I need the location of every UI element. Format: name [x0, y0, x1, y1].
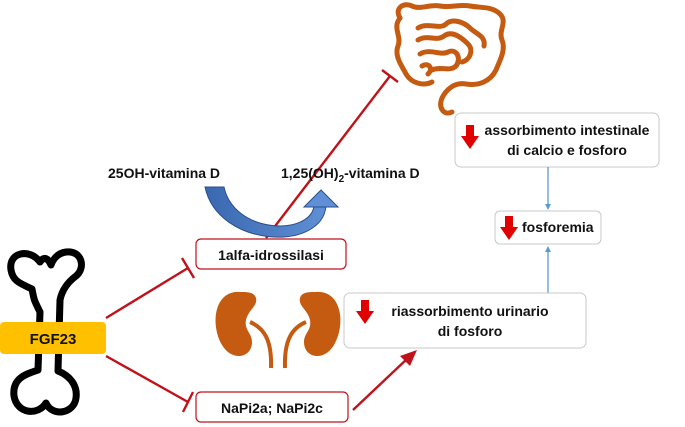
vitamin-d-precursor: 25OH-vitamina D — [108, 165, 220, 181]
enzyme-label: 1alfa-idrossilasi — [218, 247, 324, 263]
transporters-box — [195, 391, 349, 423]
kidney-icon — [215, 291, 341, 369]
transporters-label: NaPi2a; NaPi2c — [221, 400, 323, 416]
down-arrow-icon — [461, 125, 479, 149]
phosphatemia-box — [494, 210, 602, 245]
intestinal-absorption-line1: assorbimento intestinale — [485, 122, 650, 138]
flow-arrows — [545, 167, 551, 294]
enzyme-box — [195, 238, 347, 270]
intestinal-absorption-line2: di calcio e fosforo — [507, 142, 627, 158]
down-arrow-icon — [500, 216, 518, 240]
phosphatemia-label: fosforemia — [522, 219, 594, 235]
urinary-reabsorption-line2: di fosforo — [438, 323, 503, 339]
conversion-arrow — [204, 186, 340, 238]
intestine-icon — [394, 2, 506, 116]
down-arrow-icon — [356, 300, 374, 324]
urinary-reabsorption-line1: riassorbimento urinario — [391, 303, 548, 319]
activation-arrowhead — [400, 350, 417, 366]
fgf23-box — [0, 322, 106, 354]
intestinal-absorption-box — [454, 112, 660, 168]
urinary-reabsorption-box — [343, 292, 587, 349]
vitamin-d-active: 1,25(OH)2-vitamina D — [281, 165, 420, 185]
inhibition-arrows — [105, 69, 409, 413]
fgf23-label: FGF23 — [30, 331, 77, 348]
